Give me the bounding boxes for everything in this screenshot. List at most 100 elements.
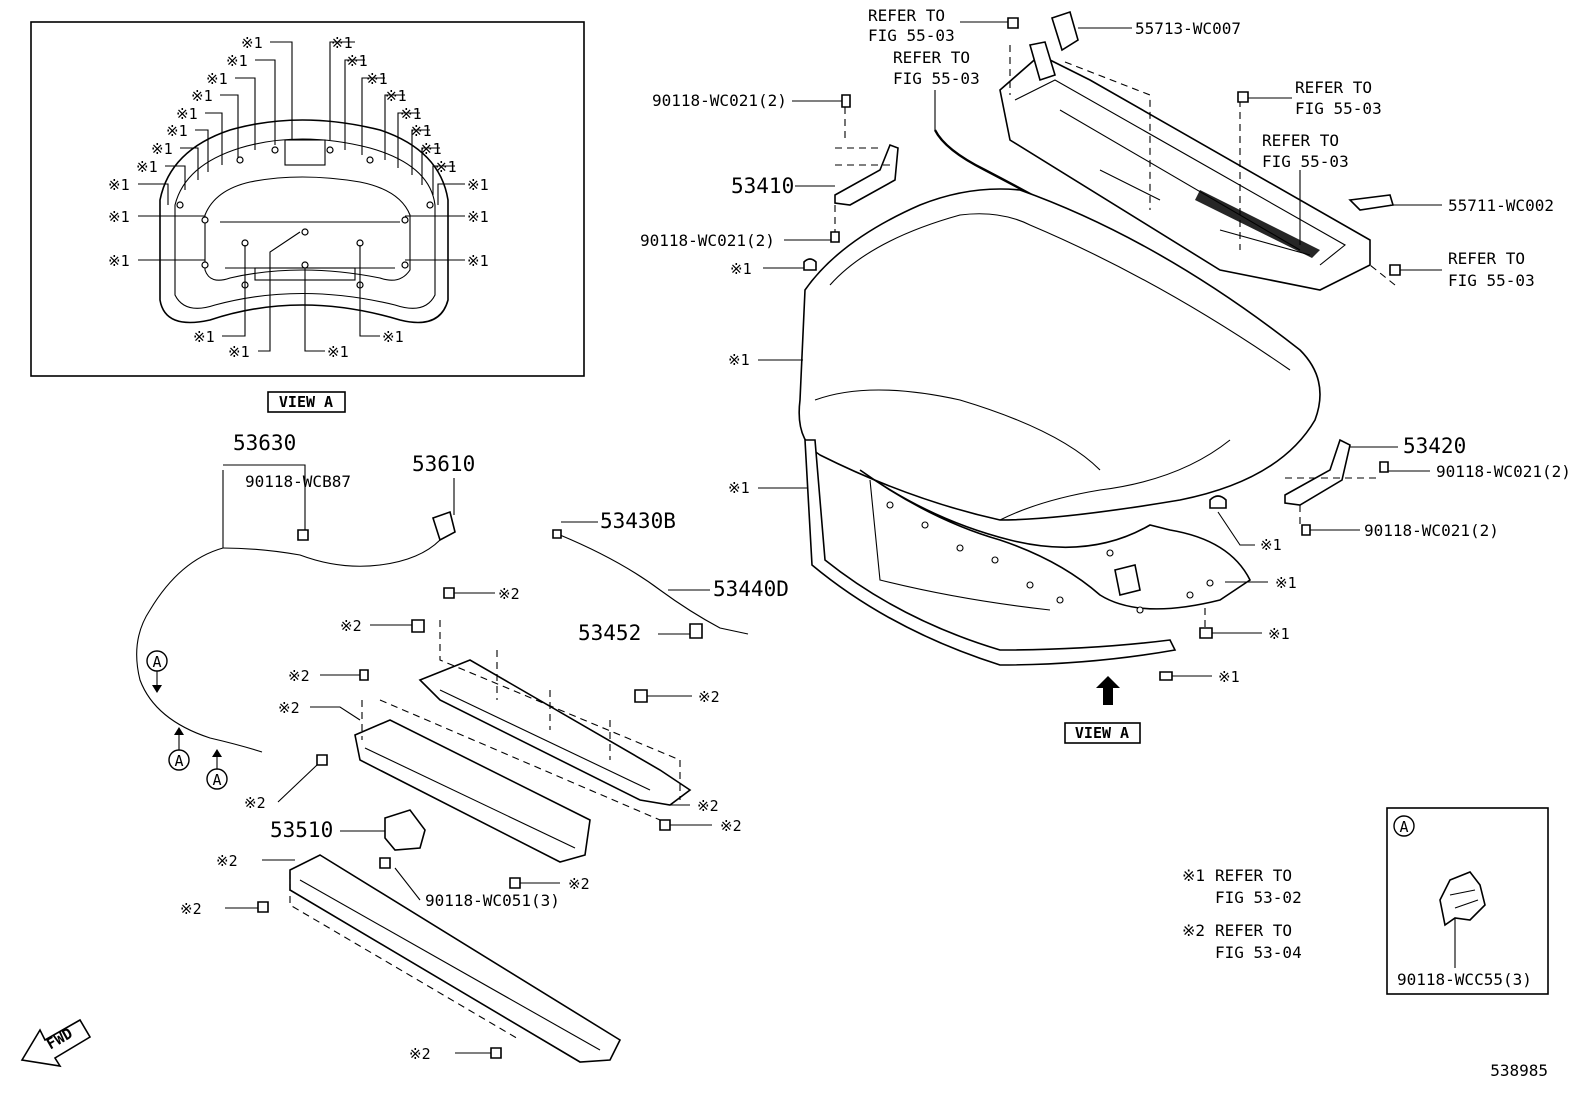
- legend-text: FIG 53-04: [1215, 943, 1302, 962]
- view-a-callout: ※1: [400, 105, 422, 123]
- refer-text: FIG 55-03: [893, 69, 980, 88]
- view-a-callout: ※1: [385, 87, 407, 105]
- view-a-callout: ※1: [410, 122, 432, 140]
- refer-text: FIG 55-03: [1262, 152, 1349, 171]
- lock-assembly: ※2 ※2 ※2 ※2 ※2 ※2 ※2 ※2 ※2 ※2 ※2 ※2 5351…: [180, 585, 742, 1063]
- lock-callout: ※2: [216, 852, 238, 870]
- view-a-callout: ※1: [136, 158, 158, 176]
- refer-text: REFER TO: [893, 48, 970, 67]
- refer-text: FIG 55-03: [1448, 271, 1535, 290]
- hood-callout: ※1: [1275, 574, 1297, 592]
- hood-callout: ※1: [1268, 625, 1290, 643]
- part-number-55713: 55713-WC007: [1135, 19, 1241, 38]
- cable-clip-part: 90118-WCB87: [245, 472, 351, 491]
- hood-lock-part: 53510: [270, 818, 333, 842]
- lock-callout: ※2: [698, 688, 720, 706]
- release-cable-assembly: 53630 90118-WCB87 53610 A A A: [136, 431, 475, 790]
- lock-callout: ※2: [340, 617, 362, 635]
- view-a-callout: ※1: [108, 176, 130, 194]
- view-a-callout: ※1: [331, 34, 353, 52]
- hinge-right-part: 53420: [1403, 434, 1466, 458]
- hood-callout: ※1: [1218, 668, 1240, 686]
- cowl-assembly: REFER TO FIG 55-03 REFER TO FIG 55-03 55…: [868, 6, 1554, 326]
- view-a-callout: ※1: [108, 208, 130, 226]
- hinge-right: 53420 90118-WC021(2) 90118-WC021(2): [1284, 434, 1571, 540]
- marker-a: A: [146, 650, 168, 693]
- rod-holder-part: 53440D: [713, 577, 789, 601]
- hinge-left: 90118-WC021(2) 53410 90118-WC021(2) ※1: [640, 91, 899, 278]
- lock-callout: ※2: [720, 817, 742, 835]
- release-lever-part: 53610: [412, 452, 475, 476]
- grommet-part: 53452: [578, 621, 641, 645]
- view-a-callout: ※1: [467, 252, 489, 270]
- view-a-callout: ※1: [327, 343, 349, 361]
- view-a-callout: ※1: [366, 70, 388, 88]
- legend-text: REFER TO: [1215, 866, 1292, 885]
- view-a-title: VIEW A: [279, 393, 333, 411]
- svg-text:A: A: [152, 653, 161, 671]
- lock-callout: ※2: [409, 1045, 431, 1063]
- view-a-inset: ※1 ※1 ※1 ※1 ※1 ※1 ※1 ※1 ※1 ※1 ※1 ※1 ※1 ※…: [30, 21, 585, 413]
- hinge-right-bolt-top: 90118-WC021(2): [1436, 462, 1571, 481]
- lock-callout: ※2: [180, 900, 202, 918]
- view-a-callout: ※1: [241, 34, 263, 52]
- legend-mark-1: ※1: [1182, 866, 1205, 885]
- diagram-number: 538985: [1490, 1061, 1548, 1080]
- support-rod-assembly: 53430B 53440D 53452: [552, 509, 789, 645]
- hinge-left-bolt-bottom: 90118-WC021(2): [640, 231, 775, 250]
- cushion-callout: ※1: [730, 260, 752, 278]
- detail-a-part: 90118-WCC55(3): [1397, 970, 1532, 989]
- refer-text: FIG 55-03: [868, 26, 955, 45]
- view-a-callout: ※1: [467, 176, 489, 194]
- part-number-55711: 55711-WC002: [1448, 196, 1554, 215]
- detail-a-marker: A: [1399, 818, 1408, 836]
- legend: ※1 REFER TO FIG 53-02 ※2 REFER TO FIG 53…: [1182, 866, 1302, 962]
- hood-assembly: VIEW A ※1 ※1 ※1 ※1 ※1 ※1: [728, 188, 1321, 744]
- refer-text: REFER TO: [1295, 78, 1372, 97]
- legend-text: FIG 53-02: [1215, 888, 1302, 907]
- marker-a: A: [206, 749, 228, 790]
- marker-a: A: [168, 727, 190, 771]
- view-a-callout: ※1: [151, 140, 173, 158]
- release-cable-part: 53630: [233, 431, 296, 455]
- view-a-callout: ※1: [346, 52, 368, 70]
- hood-seal-callout: ※1: [728, 479, 750, 497]
- view-a-callout: ※1: [191, 87, 213, 105]
- view-a-callout: ※1: [467, 208, 489, 226]
- view-a-callout: ※1: [206, 70, 228, 88]
- hood-callout: ※1: [1260, 536, 1282, 554]
- view-a-callout: ※1: [420, 140, 442, 158]
- lock-callout: ※2: [288, 667, 310, 685]
- detail-a-box: A 90118-WCC55(3): [1386, 807, 1549, 995]
- refer-text: REFER TO: [1262, 131, 1339, 150]
- view-a-callout: ※1: [176, 105, 198, 123]
- refer-text: REFER TO: [868, 6, 945, 25]
- hood-panel-callout: ※1: [728, 351, 750, 369]
- view-a-callout: ※1: [228, 343, 250, 361]
- lock-callout: ※2: [244, 794, 266, 812]
- support-rod-part: 53430B: [600, 509, 676, 533]
- hinge-right-bolt-bottom: 90118-WC021(2): [1364, 521, 1499, 540]
- refer-text: FIG 55-03: [1295, 99, 1382, 118]
- svg-text:A: A: [212, 771, 221, 789]
- legend-mark-2: ※2: [1182, 921, 1205, 940]
- view-a-callout: ※1: [193, 328, 215, 346]
- lock-callout: ※2: [278, 699, 300, 717]
- view-a-callout: ※1: [166, 122, 188, 140]
- view-a-callout: ※1: [226, 52, 248, 70]
- view-a-callout: ※1: [435, 158, 457, 176]
- hinge-left-bolt-top: 90118-WC021(2): [652, 91, 787, 110]
- refer-text: REFER TO: [1448, 249, 1525, 268]
- lock-bolt-part: 90118-WC051(3): [425, 891, 560, 910]
- lock-callout: ※2: [697, 797, 719, 815]
- hinge-left-part: 53410: [731, 174, 794, 198]
- view-a-callout: ※1: [382, 328, 404, 346]
- lock-callout: ※2: [498, 585, 520, 603]
- hood-view-a-label: VIEW A: [1075, 724, 1129, 742]
- legend-text: REFER TO: [1215, 921, 1292, 940]
- lock-callout: ※2: [568, 875, 590, 893]
- view-a-callout: ※1: [108, 252, 130, 270]
- svg-text:A: A: [174, 752, 183, 770]
- fwd-arrow-icon: FWD: [20, 1018, 92, 1068]
